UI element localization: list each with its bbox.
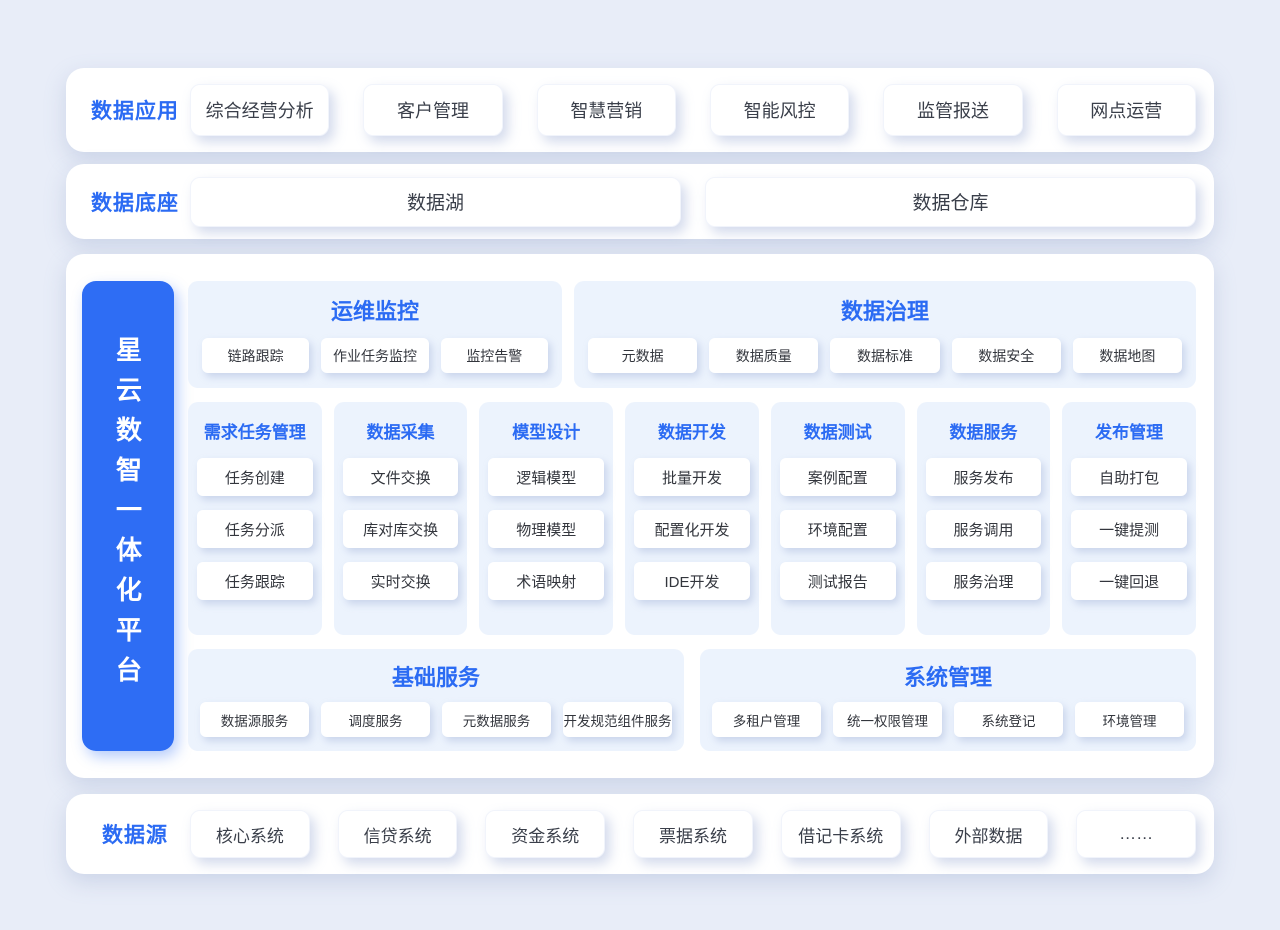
chip-link-tracing: 链路跟踪 bbox=[202, 338, 309, 373]
column-title: 模型设计 bbox=[488, 418, 604, 443]
chip-one-click-submit-test: 一键提测 bbox=[1071, 510, 1187, 548]
chip-test-report: 测试报告 bbox=[780, 562, 896, 600]
chip-dev-standard-component-service: 开发规范组件服务 bbox=[563, 702, 672, 737]
chip-logical-model: 逻辑模型 bbox=[488, 458, 604, 496]
chip-monitor-alert: 监控告警 bbox=[441, 338, 548, 373]
chip-data-standard: 数据标准 bbox=[830, 338, 939, 373]
source-item-credit-system: 信贷系统 bbox=[338, 810, 458, 858]
panel-system-mgmt-title: 系统管理 bbox=[712, 660, 1184, 692]
panel-system-mgmt-chips: 多租户管理 统一权限管理 系统登记 环境管理 bbox=[712, 702, 1184, 737]
source-item-bill-system: 票据系统 bbox=[633, 810, 753, 858]
chip-multi-tenant-mgmt: 多租户管理 bbox=[712, 702, 821, 737]
data-source-items: 核心系统 信贷系统 资金系统 票据系统 借记卡系统 外部数据 …… bbox=[190, 810, 1196, 858]
chip-task-assign: 任务分派 bbox=[197, 510, 313, 548]
panel-data-governance-title: 数据治理 bbox=[588, 294, 1182, 326]
platform-name-pill: 星云数智一体化平台 bbox=[82, 281, 174, 751]
chip-config-development: 配置化开发 bbox=[634, 510, 750, 548]
column-title: 需求任务管理 bbox=[197, 418, 313, 443]
app-item-branch-operation: 网点运营 bbox=[1057, 84, 1196, 136]
chip-case-config: 案例配置 bbox=[780, 458, 896, 496]
platform-name-label: 星云数智一体化平台 bbox=[110, 336, 147, 696]
chip-file-exchange: 文件交换 bbox=[343, 458, 459, 496]
data-source-label: 数据源 bbox=[80, 819, 190, 849]
panel-basic-services: 基础服务 数据源服务 调度服务 元数据服务 开发规范组件服务 bbox=[188, 649, 684, 751]
chip-service-governance: 服务治理 bbox=[926, 562, 1042, 600]
panel-data-governance-chips: 元数据 数据质量 数据标准 数据安全 数据地图 bbox=[588, 338, 1182, 373]
platform-top-panels: 运维监控 链路跟踪 作业任务监控 监控告警 数据治理 元数据 数据质量 数据标准… bbox=[188, 281, 1196, 388]
chip-service-publish: 服务发布 bbox=[926, 458, 1042, 496]
foundation-item-data-warehouse: 数据仓库 bbox=[705, 177, 1196, 227]
chip-unified-permission-mgmt: 统一权限管理 bbox=[833, 702, 942, 737]
app-item-regulatory-reporting: 监管报送 bbox=[883, 84, 1022, 136]
chip-term-mapping: 术语映射 bbox=[488, 562, 604, 600]
column-title: 数据服务 bbox=[926, 418, 1042, 443]
column-title: 发布管理 bbox=[1071, 418, 1187, 443]
chip-task-track: 任务跟踪 bbox=[197, 562, 313, 600]
foundation-item-data-lake: 数据湖 bbox=[190, 177, 681, 227]
chip-physical-model: 物理模型 bbox=[488, 510, 604, 548]
source-item-debit-card-system: 借记卡系统 bbox=[781, 810, 901, 858]
column-release-mgmt: 发布管理 自助打包 一键提测 一键回退 bbox=[1062, 402, 1196, 635]
chip-env-config: 环境配置 bbox=[780, 510, 896, 548]
chip-ide-development: IDE开发 bbox=[634, 562, 750, 600]
chip-one-click-rollback: 一键回退 bbox=[1071, 562, 1187, 600]
panel-basic-services-title: 基础服务 bbox=[200, 660, 672, 692]
chip-task-create: 任务创建 bbox=[197, 458, 313, 496]
source-item-external-data: 外部数据 bbox=[929, 810, 1049, 858]
chip-realtime-exchange: 实时交换 bbox=[343, 562, 459, 600]
chip-datasource-service: 数据源服务 bbox=[200, 702, 309, 737]
platform-content: 运维监控 链路跟踪 作业任务监控 监控告警 数据治理 元数据 数据质量 数据标准… bbox=[188, 281, 1196, 751]
chip-data-map: 数据地图 bbox=[1073, 338, 1182, 373]
panel-basic-services-chips: 数据源服务 调度服务 元数据服务 开发规范组件服务 bbox=[200, 702, 672, 737]
chip-self-package: 自助打包 bbox=[1071, 458, 1187, 496]
panel-ops-monitoring-title: 运维监控 bbox=[202, 294, 548, 326]
app-item-risk-control: 智能风控 bbox=[710, 84, 849, 136]
chip-environment-mgmt: 环境管理 bbox=[1075, 702, 1184, 737]
chip-service-invoke: 服务调用 bbox=[926, 510, 1042, 548]
chip-db-to-db-exchange: 库对库交换 bbox=[343, 510, 459, 548]
data-foundation-label: 数据底座 bbox=[80, 187, 190, 217]
column-data-development: 数据开发 批量开发 配置化开发 IDE开发 bbox=[625, 402, 759, 635]
data-source-layer: 数据源 核心系统 信贷系统 资金系统 票据系统 借记卡系统 外部数据 …… bbox=[66, 794, 1214, 874]
column-title: 数据采集 bbox=[343, 418, 459, 443]
column-data-testing: 数据测试 案例配置 环境配置 测试报告 bbox=[771, 402, 905, 635]
column-model-design: 模型设计 逻辑模型 物理模型 术语映射 bbox=[479, 402, 613, 635]
source-item-ellipsis: …… bbox=[1076, 810, 1196, 858]
panel-ops-monitoring: 运维监控 链路跟踪 作业任务监控 监控告警 bbox=[188, 281, 562, 388]
panel-ops-monitoring-chips: 链路跟踪 作业任务监控 监控告警 bbox=[202, 338, 548, 373]
chip-data-quality: 数据质量 bbox=[709, 338, 818, 373]
data-application-layer: 数据应用 综合经营分析 客户管理 智慧营销 智能风控 监管报送 网点运营 bbox=[66, 68, 1214, 152]
column-data-service: 数据服务 服务发布 服务调用 服务治理 bbox=[917, 402, 1051, 635]
data-application-items: 综合经营分析 客户管理 智慧营销 智能风控 监管报送 网点运营 bbox=[190, 84, 1196, 136]
column-data-collection: 数据采集 文件交换 库对库交换 实时交换 bbox=[334, 402, 468, 635]
chip-data-security: 数据安全 bbox=[952, 338, 1061, 373]
data-foundation-layer: 数据底座 数据湖 数据仓库 bbox=[66, 164, 1214, 239]
platform-card: 星云数智一体化平台 运维监控 链路跟踪 作业任务监控 监控告警 数据治理 元数据 bbox=[66, 254, 1214, 778]
platform-capability-columns: 需求任务管理 任务创建 任务分派 任务跟踪 数据采集 文件交换 库对库交换 实时… bbox=[188, 402, 1196, 635]
app-item-smart-marketing: 智慧营销 bbox=[537, 84, 676, 136]
chip-job-task-monitoring: 作业任务监控 bbox=[321, 338, 428, 373]
platform-bottom-panels: 基础服务 数据源服务 调度服务 元数据服务 开发规范组件服务 系统管理 多租户管… bbox=[188, 649, 1196, 751]
panel-data-governance: 数据治理 元数据 数据质量 数据标准 数据安全 数据地图 bbox=[574, 281, 1196, 388]
source-item-funds-system: 资金系统 bbox=[485, 810, 605, 858]
source-item-core-system: 核心系统 bbox=[190, 810, 310, 858]
chip-batch-development: 批量开发 bbox=[634, 458, 750, 496]
data-application-label: 数据应用 bbox=[80, 95, 190, 125]
app-item-customer-mgmt: 客户管理 bbox=[363, 84, 502, 136]
chip-metadata-service: 元数据服务 bbox=[442, 702, 551, 737]
panel-system-mgmt: 系统管理 多租户管理 统一权限管理 系统登记 环境管理 bbox=[700, 649, 1196, 751]
chip-system-registration: 系统登记 bbox=[954, 702, 1063, 737]
app-item-business-analysis: 综合经营分析 bbox=[190, 84, 329, 136]
column-title: 数据测试 bbox=[780, 418, 896, 443]
chip-scheduling-service: 调度服务 bbox=[321, 702, 430, 737]
column-requirement-task-mgmt: 需求任务管理 任务创建 任务分派 任务跟踪 bbox=[188, 402, 322, 635]
column-title: 数据开发 bbox=[634, 418, 750, 443]
chip-metadata: 元数据 bbox=[588, 338, 697, 373]
data-foundation-items: 数据湖 数据仓库 bbox=[190, 177, 1196, 227]
